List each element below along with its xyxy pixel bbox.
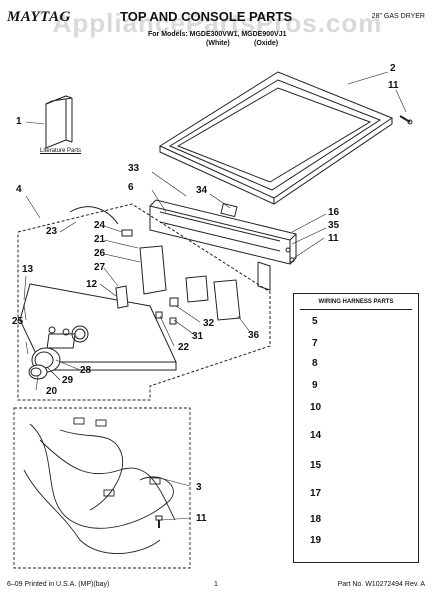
callout-4: 4 xyxy=(16,184,22,195)
callout-23: 23 xyxy=(46,226,58,237)
literature-book-icon xyxy=(45,95,73,149)
screw-11-top xyxy=(399,115,413,125)
callout-21: 21 xyxy=(94,234,106,245)
callout-1: 1 xyxy=(16,116,22,127)
callout-19: 19 xyxy=(310,535,322,546)
callout-11-top: 11 xyxy=(388,80,399,91)
callout-11-bottom: 11 xyxy=(196,513,207,524)
wiring-harness-divider xyxy=(300,309,412,310)
ribbon-cable-drawing xyxy=(69,206,133,237)
footer-part-number: Part No. W10272494 Rev. A xyxy=(337,581,425,588)
literature-parts-label: Literature Parts xyxy=(40,148,82,154)
wiring-harness-box: WIRING HARNESS PARTS 5 7 8 9 10 14 15 17… xyxy=(293,293,419,563)
wiring-harness-title: WIRING HARNESS PARTS xyxy=(318,299,394,305)
watermark: AppliancePartsPros.com xyxy=(52,8,383,38)
callout-5: 5 xyxy=(312,316,318,327)
callout-35: 35 xyxy=(328,220,340,231)
callout-27: 27 xyxy=(94,262,106,273)
callout-36: 36 xyxy=(248,330,260,341)
wiring-harness-drawing xyxy=(13,407,191,569)
callout-15: 15 xyxy=(310,460,322,471)
callout-20: 20 xyxy=(46,386,58,397)
electronic-boards-drawing xyxy=(115,245,241,325)
variant-white: (White) xyxy=(206,40,230,47)
callout-12: 12 xyxy=(86,279,98,290)
callout-31: 31 xyxy=(192,331,204,342)
callout-10: 10 xyxy=(310,402,322,413)
callout-32: 32 xyxy=(203,318,215,329)
callout-18: 18 xyxy=(310,514,322,525)
callout-6: 6 xyxy=(128,182,134,193)
console-panel-drawing xyxy=(19,283,177,371)
models-line: For Models: MGDE300VW1, MGDE900VJ1 xyxy=(148,31,287,38)
screw-11-bottom xyxy=(155,515,163,528)
callout-17: 17 xyxy=(310,488,322,499)
callout-16: 16 xyxy=(328,207,340,218)
callout-14: 14 xyxy=(310,430,322,441)
callout-29: 29 xyxy=(62,375,74,386)
dryer-type: 28" GAS DRYER xyxy=(371,13,425,20)
footer-page-number: 1 xyxy=(214,581,218,588)
callout-2: 2 xyxy=(390,63,396,74)
callout-9: 9 xyxy=(312,380,318,391)
callout-13: 13 xyxy=(22,264,34,275)
callout-26: 26 xyxy=(94,248,106,259)
callout-8: 8 xyxy=(312,358,318,369)
callout-25: 25 xyxy=(12,316,24,327)
callout-7: 7 xyxy=(312,338,318,349)
callout-33: 33 xyxy=(128,163,140,174)
callout-34: 34 xyxy=(196,185,208,196)
callout-22: 22 xyxy=(178,342,190,353)
callout-3: 3 xyxy=(196,482,202,493)
callout-24: 24 xyxy=(94,220,106,231)
variant-oxide: (Oxide) xyxy=(254,40,279,47)
callout-11-right: 11 xyxy=(328,233,339,244)
page-title: TOP AND CONSOLE PARTS xyxy=(120,9,293,24)
knob-drawing xyxy=(28,347,61,380)
console-boundary xyxy=(17,203,271,401)
brand-logo: MAYTAG xyxy=(7,9,71,25)
console-bracket-drawing xyxy=(149,199,297,291)
top-panel-drawing xyxy=(158,71,394,205)
footer-printed: 6–09 Printed in U.S.A. (MP)(bay) xyxy=(7,581,110,588)
callout-28: 28 xyxy=(80,365,92,376)
leader-lines xyxy=(23,71,407,521)
